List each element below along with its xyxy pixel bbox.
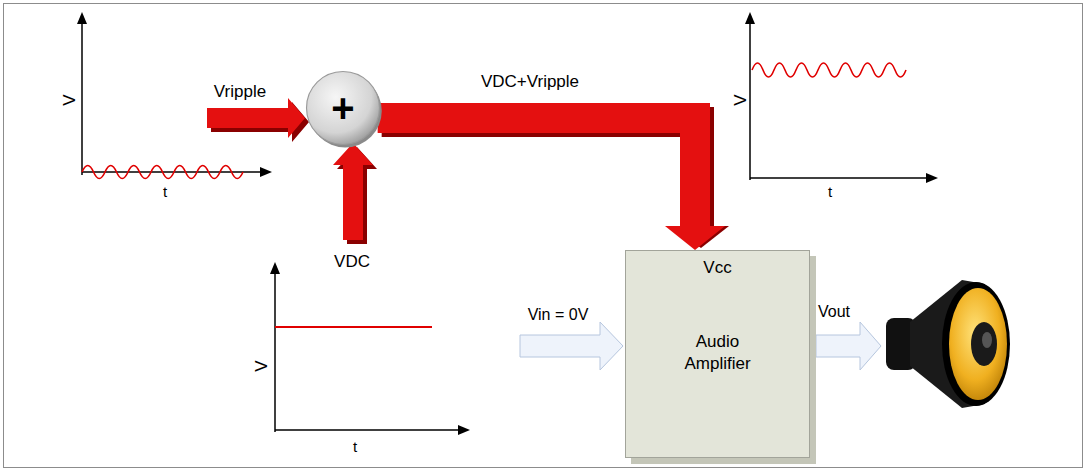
power-arrow (378, 118, 729, 250)
axis-label: t (353, 438, 357, 455)
operator-symbol: + (331, 88, 354, 128)
arrow-shade (382, 122, 699, 230)
output-arrow (816, 322, 881, 370)
axis-label: t (828, 183, 832, 200)
input-arrow (520, 322, 623, 370)
signal-label: Vripple (214, 82, 266, 102)
arrow-head (665, 226, 725, 250)
ripple-arrow (207, 98, 309, 142)
sum-graph (745, 12, 938, 183)
ripple-graph (77, 12, 272, 179)
signal-label: Vout (818, 303, 850, 321)
speaker-icon (886, 280, 1010, 408)
arrow-body (378, 118, 695, 226)
dc-graph (270, 262, 470, 435)
axis-label: t (163, 183, 167, 200)
block-title: Audio Amplifier (663, 331, 773, 395)
edge-label: VDC+Vripple (481, 72, 579, 92)
sum-circle: + (305, 70, 381, 146)
amplifier-box: VccAudio Amplifier (625, 250, 810, 458)
axis-label: V (60, 94, 80, 105)
axis-label: V (252, 360, 272, 371)
dc-arrow (333, 143, 377, 244)
axis-label: V (731, 94, 751, 105)
signal-label: Vin = 0V (528, 306, 589, 324)
pin-label: Vcc (703, 257, 731, 279)
signal-label: VDC (334, 252, 370, 272)
